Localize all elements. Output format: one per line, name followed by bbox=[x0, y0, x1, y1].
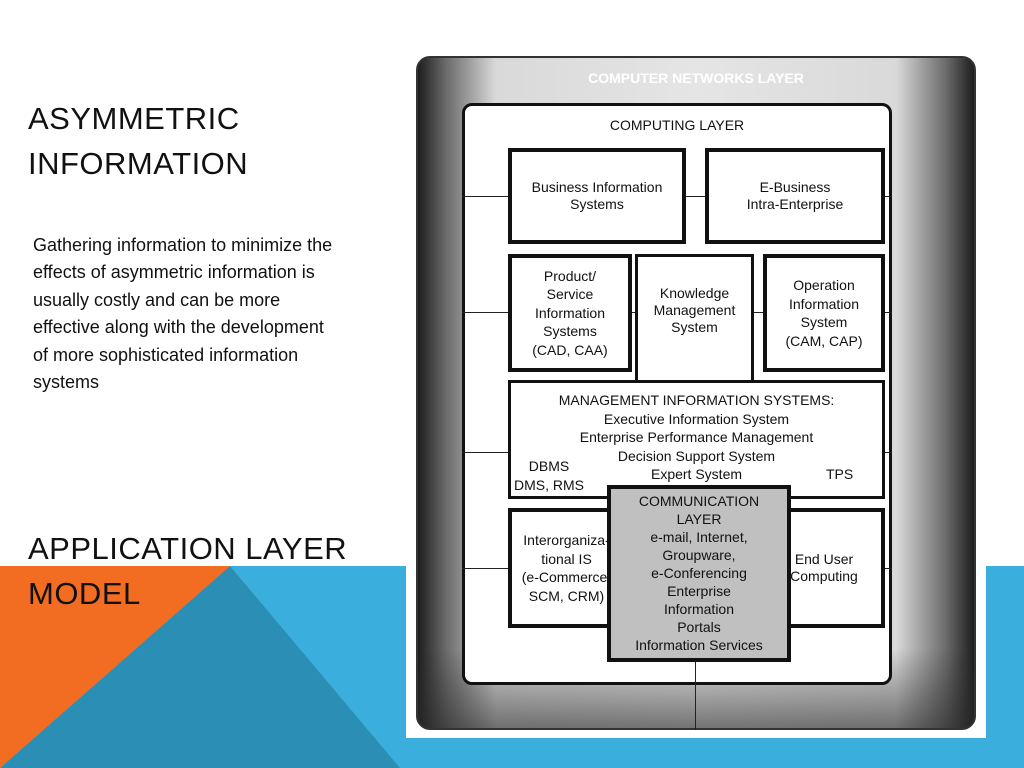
knowledge-line1: Knowledge bbox=[659, 285, 730, 301]
teal-triangle bbox=[0, 566, 400, 768]
knowledge-management-system-box: Knowledge Management System bbox=[635, 254, 754, 389]
computer-networks-layer-label: COMPUTER NETWORKS LAYER bbox=[588, 70, 804, 86]
ebusiness-line1: E-Business bbox=[759, 179, 831, 195]
connector-line bbox=[695, 662, 696, 730]
comm-line: Portals bbox=[677, 619, 721, 635]
operation-line1: Operation bbox=[793, 277, 855, 293]
dbms-label: DBMS bbox=[528, 458, 570, 474]
mis-item: Enterprise Performance Management bbox=[579, 429, 814, 445]
title2-line1: APPLICATION LAYER bbox=[28, 531, 348, 566]
mis-item: Expert System bbox=[650, 466, 743, 482]
operation-line2: Information bbox=[788, 295, 860, 312]
comm-line: e-Conferencing bbox=[651, 565, 747, 581]
application-layer-diagram: COMPUTER NETWORKS LAYER COMPUTING LAYER … bbox=[406, 48, 986, 738]
e-business-box: E-Business Intra-Enterprise bbox=[705, 148, 885, 244]
dms-rms-label: DMS, RMS bbox=[514, 476, 584, 493]
comm-line: e-mail, Internet, bbox=[650, 529, 748, 545]
product-line4: Systems bbox=[543, 323, 597, 340]
communication-layer-box: COMMUNICATION LAYER e-mail, Internet, Gr… bbox=[607, 485, 791, 662]
comm-line: LAYER bbox=[676, 511, 722, 527]
slide-title-asymmetric-information: ASYMMETRIC INFORMATION bbox=[28, 96, 328, 186]
diagram-figure: COMPUTER NETWORKS LAYER COMPUTING LAYER … bbox=[406, 48, 986, 738]
operation-information-system-box: Operation Information System (CAM, CAP) bbox=[763, 254, 885, 372]
enduser-line2: Computing bbox=[790, 568, 858, 584]
knowledge-line2: Management bbox=[653, 302, 736, 318]
product-service-is-box: Product/ Service Information Systems (CA… bbox=[508, 254, 632, 372]
tps-label: TPS bbox=[826, 466, 854, 482]
product-line3: Information bbox=[534, 304, 606, 321]
operation-line3: System bbox=[800, 314, 848, 330]
interorg-line1: Interorganiza- bbox=[523, 532, 610, 548]
mis-left-note: DBMS DMS, RMS bbox=[514, 457, 584, 494]
comm-line: Information bbox=[663, 601, 735, 617]
mis-title: MANAGEMENT INFORMATION SYSTEMS: bbox=[558, 392, 835, 408]
interorganizational-is-box: Interorganiza- tional IS (e-Commerce, SC… bbox=[508, 508, 625, 628]
business-information-systems-box: Business Information Systems bbox=[508, 148, 686, 244]
interorg-line3: (e-Commerce, bbox=[521, 569, 612, 585]
operation-line4: (CAM, CAP) bbox=[785, 332, 863, 349]
product-line5: (CAD, CAA) bbox=[532, 341, 608, 358]
product-line1: Product/ bbox=[543, 267, 597, 284]
body-text: Gathering information to minimize the ef… bbox=[33, 235, 333, 393]
comm-line: Enterprise bbox=[667, 583, 731, 599]
title1-line2: INFORMATION bbox=[28, 146, 249, 181]
slide-title-application-layer-model: APPLICATION LAYER MODEL bbox=[28, 526, 408, 616]
management-information-systems-box: MANAGEMENT INFORMATION SYSTEMS: Executiv… bbox=[508, 380, 885, 499]
mis-item: Executive Information System bbox=[603, 410, 790, 427]
bis-line1: Business Information bbox=[531, 179, 663, 195]
title2-line2: MODEL bbox=[28, 576, 141, 611]
comm-line: Information Services bbox=[635, 637, 763, 653]
computing-layer-label: COMPUTING LAYER bbox=[609, 117, 745, 133]
comm-line: Groupware, bbox=[662, 547, 736, 563]
title1-line1: ASYMMETRIC bbox=[28, 101, 240, 136]
ebusiness-line2: Intra-Enterprise bbox=[746, 196, 844, 212]
enduser-line1: End User bbox=[794, 551, 854, 567]
interorg-line4: SCM, CRM) bbox=[528, 587, 605, 604]
mis-item: Decision Support System bbox=[617, 447, 776, 464]
interorg-line2: tional IS bbox=[541, 550, 592, 567]
knowledge-line3: System bbox=[671, 319, 718, 335]
product-line2: Service bbox=[546, 286, 594, 303]
comm-line: COMMUNICATION bbox=[638, 493, 760, 509]
bis-line2: Systems bbox=[570, 196, 624, 212]
orange-triangle bbox=[0, 566, 230, 768]
